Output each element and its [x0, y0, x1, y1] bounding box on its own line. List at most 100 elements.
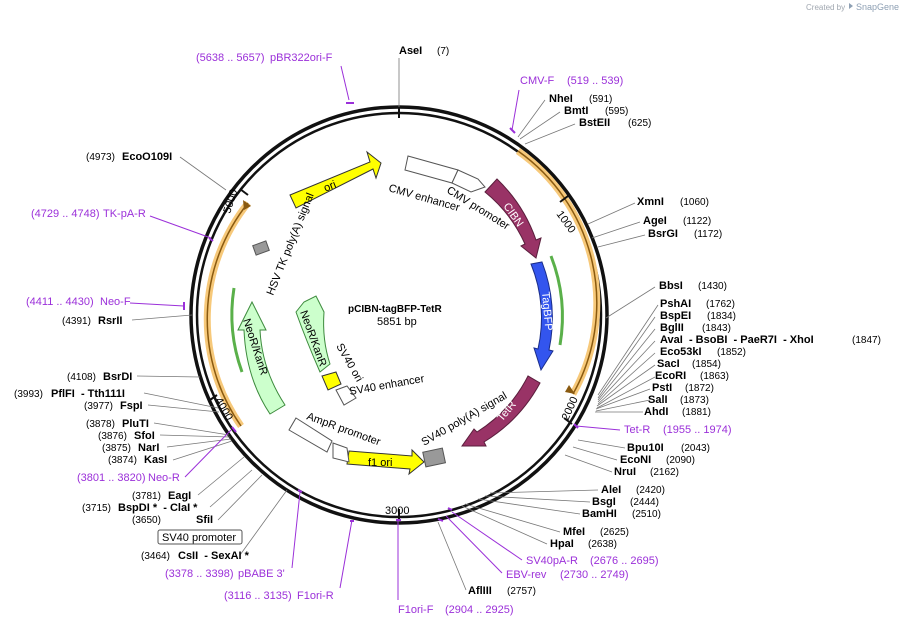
- svg-text:(2676 .. 2695): (2676 .. 2695): [590, 555, 659, 567]
- enzyme-BspEI: BspEI(1834): [660, 310, 736, 322]
- svg-text:(2420): (2420): [636, 485, 665, 496]
- svg-text:AflIII: AflIII: [468, 585, 492, 597]
- svg-text:AleI: AleI: [601, 484, 621, 496]
- svg-text:(3378 .. 3398): (3378 .. 3398): [165, 568, 234, 580]
- svg-text:(3874): (3874): [108, 455, 137, 466]
- svg-text:(3876): (3876): [98, 431, 127, 442]
- svg-text:(2904 .. 2925): (2904 .. 2925): [445, 604, 514, 616]
- primer-Neo-F: (4411 .. 4430) Neo-F: [26, 296, 131, 308]
- svg-text:(4973): (4973): [86, 152, 115, 163]
- svg-text:(2444): (2444): [630, 497, 659, 508]
- svg-text:(3875): (3875): [102, 443, 131, 454]
- primer-leader-lines: [129, 65, 621, 600]
- svg-text:F1ori-F: F1ori-F: [398, 604, 434, 616]
- svg-text:AhdI: AhdI: [644, 406, 668, 418]
- svg-text:BsrDI: BsrDI: [103, 371, 132, 383]
- svg-text:(1172): (1172): [694, 229, 722, 240]
- svg-text:SacI: SacI: [657, 358, 680, 370]
- svg-text:(519 .. 539): (519 .. 539): [567, 75, 623, 87]
- svg-text:(3993): (3993): [14, 389, 43, 400]
- svg-text:EcoNI: EcoNI: [620, 454, 651, 466]
- svg-text:pBR322ori-F: pBR322ori-F: [270, 52, 333, 64]
- svg-text:NarI: NarI: [138, 442, 159, 454]
- enzyme-BsrGI: BsrGI(1172): [648, 228, 722, 240]
- svg-text:PstI: PstI: [652, 382, 672, 394]
- svg-text:KasI: KasI: [144, 454, 167, 466]
- svg-text:(4411 .. 4430): (4411 .. 4430): [26, 296, 94, 308]
- svg-text:(4391): (4391): [62, 316, 91, 327]
- enzyme-BsrDI: (4108)BsrDI: [67, 371, 132, 383]
- svg-text:BamHI: BamHI: [582, 508, 617, 520]
- enzyme-AvaI-group: AvaI - BsoBI - PaeR7I - XhoI(1847): [660, 334, 881, 346]
- enzyme-EagI: (3781)EagI: [132, 490, 191, 502]
- enzyme-PluTI: (3878)PluTI: [86, 418, 149, 430]
- svg-text:NheI: NheI: [549, 93, 573, 105]
- primer-CMV-F: CMV-F(519 .. 539): [520, 75, 623, 87]
- enzyme-EcoO109I: (4973) EcoO109I: [86, 151, 172, 163]
- svg-text:BsgI: BsgI: [592, 496, 616, 508]
- enzyme-BamHI: BamHI(2510): [582, 508, 661, 520]
- enzyme-AgeI: AgeI (1122): [643, 215, 711, 227]
- svg-text:(3116 .. 3135): (3116 .. 3135): [224, 590, 292, 602]
- enzyme-PshAI: PshAI(1762): [660, 298, 735, 310]
- primer-F1ori-F: F1ori-F (2904 .. 2925): [398, 604, 514, 616]
- svg-text:PflFI - Tth111I: PflFI - Tth111I: [51, 388, 125, 400]
- svg-text:Neo-F: Neo-F: [100, 296, 131, 308]
- enzyme-BbsI: BbsI(1430): [659, 280, 727, 292]
- svg-text:(3977): (3977): [84, 401, 113, 412]
- svg-text:SV40 promoter: SV40 promoter: [162, 532, 236, 544]
- feature-ampr-promoter: [288, 417, 350, 463]
- svg-text:(1881): (1881): [682, 407, 711, 418]
- feature-neokanr-inner: NeoR/KanR: [295, 295, 331, 373]
- enzyme-HpaI: HpaI(2638): [550, 538, 617, 550]
- svg-text:pBABE 3': pBABE 3': [238, 568, 285, 580]
- svg-text:AseI: AseI: [399, 45, 422, 57]
- enzyme-SfoI: (3876)SfoI: [98, 430, 155, 442]
- svg-text:(1955 .. 1974): (1955 .. 1974): [663, 424, 732, 436]
- svg-text:(591): (591): [589, 94, 612, 105]
- svg-text:(2090): (2090): [666, 455, 695, 466]
- enzyme-BstEII: BstEII(625): [579, 117, 651, 129]
- svg-text:F1ori-R: F1ori-R: [297, 590, 334, 602]
- svg-text:(1122): (1122): [683, 216, 711, 227]
- svg-text:CsII - SexAI *: CsII - SexAI *: [178, 550, 250, 562]
- svg-text:(1834): (1834): [707, 311, 736, 322]
- svg-text:EBV-rev: EBV-rev: [506, 569, 547, 581]
- feature-ori: ori: [289, 150, 382, 209]
- enzyme-AhdI: AhdI (1881): [644, 406, 711, 418]
- svg-text:AgeI: AgeI: [643, 215, 667, 227]
- primer-SV40pA-R: SV40pA-R(2676 .. 2695): [526, 555, 659, 567]
- svg-text:(3650): (3650): [132, 515, 161, 526]
- svg-text:(3715): (3715): [82, 503, 111, 514]
- enzyme-MfeI: MfeI(2625): [563, 526, 629, 538]
- svg-text:(1873): (1873): [680, 395, 709, 406]
- plasmid-name: pCIBN-tagBFP-TetR: [348, 304, 442, 315]
- orf-arrow-icon: [565, 385, 575, 394]
- enzyme-AleI: AleI (2420): [601, 484, 665, 496]
- tick-5000: 5000: [221, 188, 240, 215]
- primer-TK-pA-R: (4729 .. 4748)TK-pA-R: [31, 208, 146, 220]
- primer-marks: [183, 102, 579, 522]
- svg-text:BglII: BglII: [660, 322, 684, 334]
- svg-text:(3781): (3781): [132, 491, 161, 502]
- primer-Tet-R: Tet-R(1955 .. 1974): [624, 424, 732, 436]
- svg-text:FspI: FspI: [120, 400, 143, 412]
- primer-Neo-R: (3801 .. 3820)Neo-R: [77, 472, 180, 484]
- svg-text:(4729 .. 4748): (4729 .. 4748): [31, 208, 100, 220]
- svg-text:(1762): (1762): [706, 299, 735, 310]
- svg-text:(2730 .. 2749): (2730 .. 2749): [560, 569, 629, 581]
- enzyme-SacI: SacI(1854): [657, 358, 721, 370]
- feature-neokanr-outer: NeoR/KanR: [237, 300, 286, 415]
- svg-text:(3464): (3464): [141, 551, 170, 562]
- enzyme-XmnI: XmnI(1060): [637, 196, 709, 208]
- svg-text:EcoO109I: EcoO109I: [122, 151, 172, 163]
- credit-brand: SnapGene: [856, 2, 899, 12]
- svg-text:BmtI: BmtI: [564, 105, 588, 117]
- svg-text:(625): (625): [628, 118, 651, 129]
- svg-text:XmnI: XmnI: [637, 196, 664, 208]
- svg-text:(3801 .. 3820): (3801 .. 3820): [77, 472, 146, 484]
- orf-arrow-icon: [243, 200, 251, 210]
- tick-4000: 4000: [212, 396, 235, 423]
- svg-text:BspDI * - ClaI *: BspDI * - ClaI *: [118, 502, 198, 514]
